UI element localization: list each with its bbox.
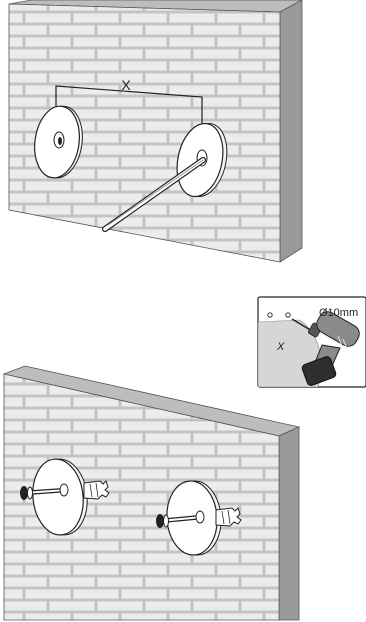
drill-mark (268, 313, 272, 317)
wall1-side (280, 0, 302, 262)
drill-size-label: Ø10mm (319, 307, 358, 319)
drill-inset: Ø10mm X (258, 297, 366, 387)
distance-label: X (121, 77, 131, 93)
wall2-side (279, 427, 299, 620)
wall-plug-icon (216, 508, 241, 526)
inset-mark-label: X (276, 341, 285, 353)
wall-plug-icon (84, 481, 109, 499)
drill-mark (286, 313, 290, 317)
